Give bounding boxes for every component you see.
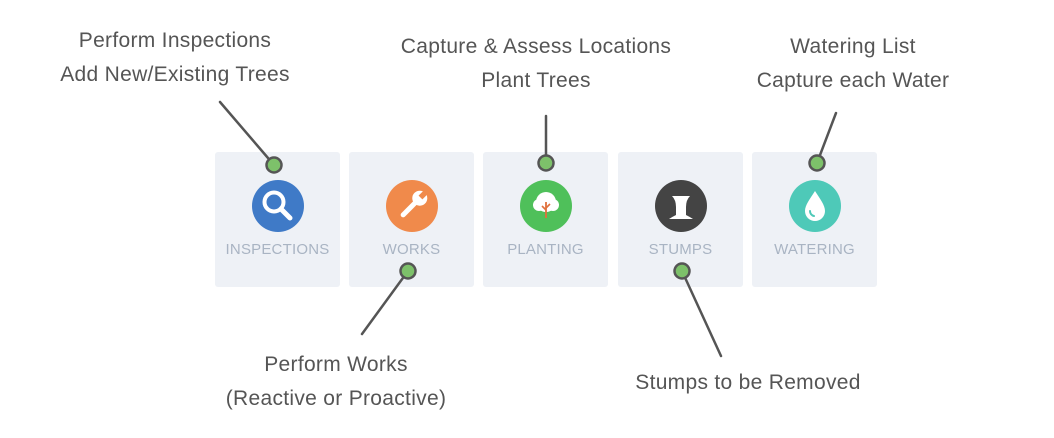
callout-stumps: Stumps to be Removed	[600, 366, 896, 400]
tile-works[interactable]: WORKS	[349, 152, 474, 287]
callout-works-line1: Perform Works	[264, 353, 408, 376]
callout-inspections-line2: Add New/Existing Trees	[60, 63, 290, 86]
tile-watering[interactable]: WATERING	[752, 152, 877, 287]
tree-icon	[520, 180, 572, 232]
stump-icon	[655, 180, 707, 232]
callout-planting: Capture & Assess Locations Plant Trees	[376, 30, 696, 98]
callout-planting-line2: Plant Trees	[481, 69, 591, 92]
callout-planting-line1: Capture & Assess Locations	[400, 35, 672, 58]
callout-watering-line1: Watering List	[790, 35, 916, 58]
tile-inspections[interactable]: INSPECTIONS	[215, 152, 340, 287]
tile-stumps[interactable]: STUMPS	[618, 152, 743, 287]
tile-planting[interactable]: PLANTING	[483, 152, 608, 287]
callout-watering-line2: Capture each Water	[756, 69, 950, 92]
tile-stumps-label: STUMPS	[648, 241, 713, 258]
tile-inspections-label: INSPECTIONS	[225, 241, 330, 258]
tile-watering-label: WATERING	[774, 241, 855, 258]
callout-inspections: Perform Inspections Add New/Existing Tre…	[30, 24, 320, 92]
water-drop-icon	[789, 180, 841, 232]
callout-stumps-line1: Stumps to be Removed	[635, 371, 861, 394]
callout-works: Perform Works (Reactive or Proactive)	[196, 348, 476, 416]
callout-works-line2: (Reactive or Proactive)	[225, 387, 447, 410]
tile-planting-label: PLANTING	[507, 241, 584, 258]
search-icon	[252, 180, 304, 232]
callout-inspections-line1: Perform Inspections	[78, 29, 272, 52]
wrench-icon	[386, 180, 438, 232]
tile-works-label: WORKS	[382, 241, 441, 258]
callout-watering: Watering List Capture each Water	[730, 30, 976, 98]
